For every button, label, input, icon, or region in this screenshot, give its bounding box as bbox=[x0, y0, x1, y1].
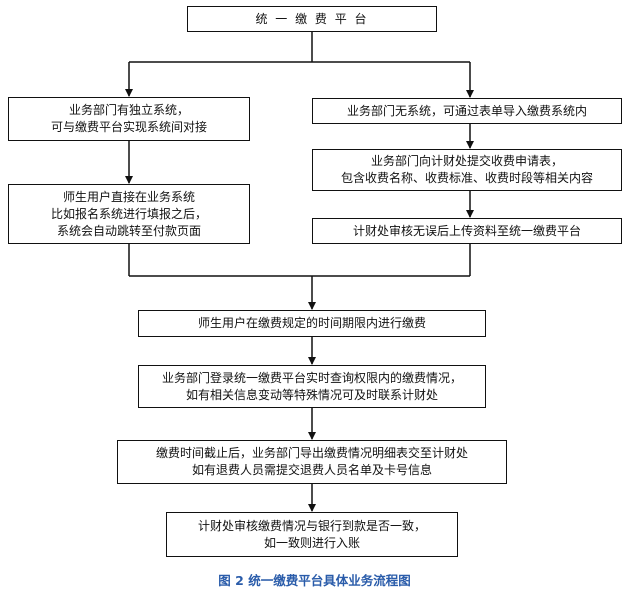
node-unified-payment-platform: 统 一 缴 费 平 台 bbox=[187, 6, 437, 32]
node-text-line: 比如报名系统进行填报之后， bbox=[50, 206, 207, 221]
node-submit-fee-application: 业务部门向计财处提交收费申请表， 包含收费名称、收费标准、收费时段等相关内容 bbox=[312, 149, 622, 191]
node-text-line: 师生用户直接在业务系统 bbox=[62, 189, 195, 204]
node-dept-queries-payment-status: 业务部门登录统一缴费平台实时查询权限内的缴费情况， 如有相关信息变动等特殊情况可… bbox=[138, 365, 486, 408]
node-user-fills-in-business-system: 师生用户直接在业务系统 比如报名系统进行填报之后， 系统会自动跳转至付款页面 bbox=[8, 184, 250, 244]
node-dept-has-system: 业务部门有独立系统， 可与缴费平台实现系统间对接 bbox=[8, 97, 250, 141]
node-text-line: 包含收费名称、收费标准、收费时段等相关内容 bbox=[340, 171, 593, 185]
node-export-payment-details: 缴费时间截止后，业务部门导出缴费情况明细表交至计财处 如有退费人员需提交退费人员… bbox=[117, 440, 507, 484]
node-text-line: 业务部门无系统，可通过表单导入缴费系统内 bbox=[346, 103, 587, 118]
node-text-line: 业务部门登录统一缴费平台实时查询权限内的缴费情况， bbox=[161, 370, 462, 385]
node-finance-audit-reconcile: 计财处审核缴费情况与银行到款是否一致， 如一致则进行入账 bbox=[166, 512, 458, 557]
node-text-line: 系统会自动跳转至付款页面 bbox=[56, 223, 201, 238]
node-text-line: 可与缴费平台实现系统间对接 bbox=[50, 120, 207, 134]
node-text-line: 计财处审核缴费情况与银行到款是否一致， bbox=[197, 518, 426, 533]
node-text-line: 如有相关信息变动等特殊情况可及时联系计财处 bbox=[185, 387, 438, 402]
node-text-line: 业务部门有独立系统， bbox=[68, 103, 189, 117]
node-text-line: 缴费时间截止后，业务部门导出缴费情况明细表交至计财处 bbox=[155, 446, 468, 460]
figure-caption: 图 2 统一缴费平台具体业务流程图 bbox=[218, 573, 411, 588]
node-text-line: 计财处审核无误后上传资料至统一缴费平台 bbox=[352, 223, 581, 238]
node-text-line: 师生用户在缴费规定的时间期限内进行缴费 bbox=[197, 316, 426, 330]
node-text-line: 如有退费人员需提交退费人员名单及卡号信息 bbox=[191, 463, 432, 477]
node-finance-review-upload: 计财处审核无误后上传资料至统一缴费平台 bbox=[312, 218, 622, 244]
node-dept-no-system: 业务部门无系统，可通过表单导入缴费系统内 bbox=[312, 98, 622, 124]
node-text-line: 统 一 缴 费 平 台 bbox=[255, 11, 369, 26]
node-text-line: 如一致则进行入账 bbox=[263, 535, 360, 550]
node-text-line: 业务部门向计财处提交收费申请表， bbox=[370, 154, 563, 168]
node-user-pays-within-deadline: 师生用户在缴费规定的时间期限内进行缴费 bbox=[138, 310, 486, 337]
